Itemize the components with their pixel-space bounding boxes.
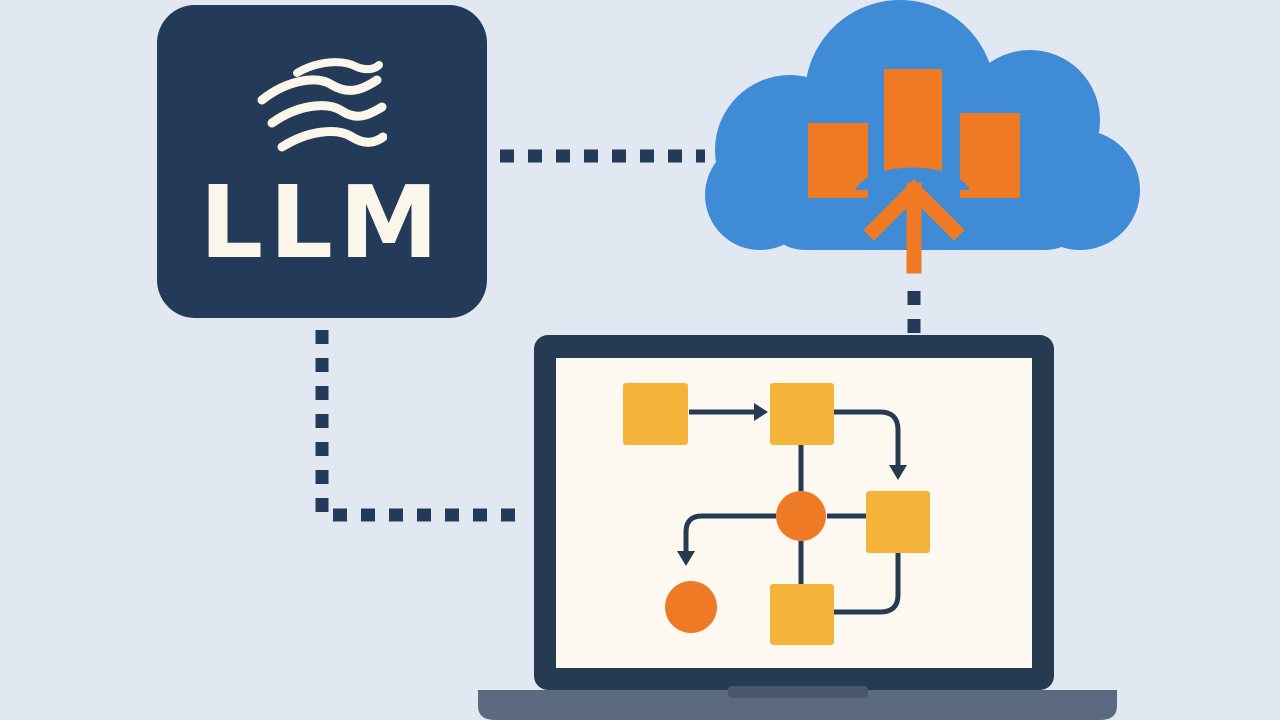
laptop-base [478, 690, 1117, 720]
workflow-edges [683, 409, 901, 615]
document-right-icon [960, 113, 1020, 198]
llm-box: LLM [157, 5, 487, 318]
waves-icon [257, 58, 387, 152]
workflow-decision-center [776, 491, 826, 541]
workflow-end-circle [665, 581, 717, 633]
workflow-node-bottom [770, 584, 834, 645]
workflow-node-right [866, 491, 930, 553]
llm-label: LLM [199, 164, 445, 281]
workflow-arrowheads [677, 403, 907, 566]
document-center-icon [884, 69, 942, 179]
connector-llm-laptop [315, 330, 515, 522]
workflow-node-start [623, 383, 688, 445]
upload-arrow-icon [863, 179, 965, 274]
workflow-node-top [770, 383, 834, 445]
